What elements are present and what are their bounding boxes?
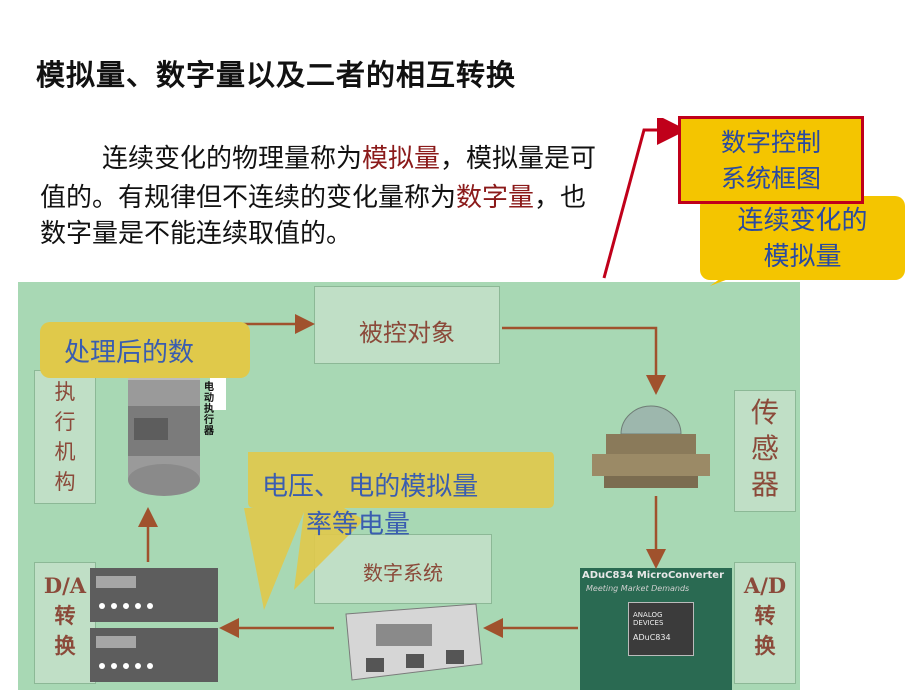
paragraph-line-1: 连续变化的物理量称为模拟量，模拟量是可 — [102, 138, 596, 175]
actuator-block: 执 行 机 构 — [34, 370, 96, 504]
actuator-label: 执 行 机 构 — [54, 380, 76, 494]
digital-system-label: 数字系统 — [363, 561, 443, 585]
sensor-label: 传 感 器 — [750, 396, 779, 501]
controlled-object-block: 被控对象 — [314, 286, 500, 364]
adc-chip: ANALOG DEVICES ADuC834 — [628, 602, 694, 656]
diagram-title-box: 数字控制 系统框图 — [678, 116, 864, 204]
processed-data-callout-text: 处理后的数 — [64, 338, 195, 368]
adc-chip-model: ADuC834 — [633, 633, 671, 642]
actuator-device-label: 电动执行器 — [204, 382, 214, 437]
voltage-callout-shape — [244, 452, 554, 610]
adc-board-title: ADuC834 MicroConverter — [582, 570, 725, 581]
voltage-callout-text-2: 率等电量 — [306, 510, 411, 540]
paragraph-line-2: 值的。有规律但不连续的变化量称为数字量，也 — [40, 177, 586, 214]
diagram-title-text: 数字控制 系统框图 — [720, 128, 821, 193]
processed-data-callout — [40, 322, 250, 378]
ad-converter-label: A/D 转 换 — [743, 573, 787, 658]
da-converter-label: D/A 转 换 — [43, 573, 87, 658]
digital-device-image — [345, 603, 483, 681]
highlight-digital: 数字量 — [456, 183, 535, 213]
control-system-diagram: 被控对象 数字系统 执 行 机 构 传 感 器 D/A 转 换 A/D 转 换 … — [18, 282, 800, 690]
digital-system-block: 数字系统 — [314, 534, 492, 604]
voltage-callout-text-1: 电压、 电的模拟量 — [262, 472, 479, 502]
page-title: 模拟量、数字量以及二者的相互转换 — [36, 58, 517, 92]
adc-chip-brand: ANALOG DEVICES — [633, 611, 664, 627]
highlight-analog: 模拟量 — [362, 144, 441, 174]
paragraph-line-3: 数字量是不能连续取值的。 — [40, 219, 353, 249]
title-pointer-arrow — [602, 118, 686, 279]
adc-board-subtitle: Meeting Market Demands — [586, 584, 690, 593]
adc-board-image: ADuC834 MicroConverter Meeting Market De… — [580, 568, 732, 690]
da-device-image — [90, 568, 218, 682]
analog-callout — [700, 196, 905, 280]
ad-converter-block: A/D 转 换 — [734, 562, 796, 684]
controlled-object-label: 被控对象 — [359, 319, 455, 347]
analog-callout-text: 连续变化的 模拟量 — [737, 206, 868, 272]
sensor-block: 传 感 器 — [734, 390, 796, 512]
paragraph-text: ，也 — [534, 183, 587, 213]
paragraph-text: 值的。有规律但不连续的变化量称为 — [40, 183, 457, 213]
paragraph-text: 连续变化的物理量称为 — [102, 144, 363, 174]
paragraph-text: ，模拟量是可 — [440, 144, 597, 174]
da-converter-block: D/A 转 换 — [34, 562, 96, 684]
sensor-device-image — [592, 405, 710, 488]
